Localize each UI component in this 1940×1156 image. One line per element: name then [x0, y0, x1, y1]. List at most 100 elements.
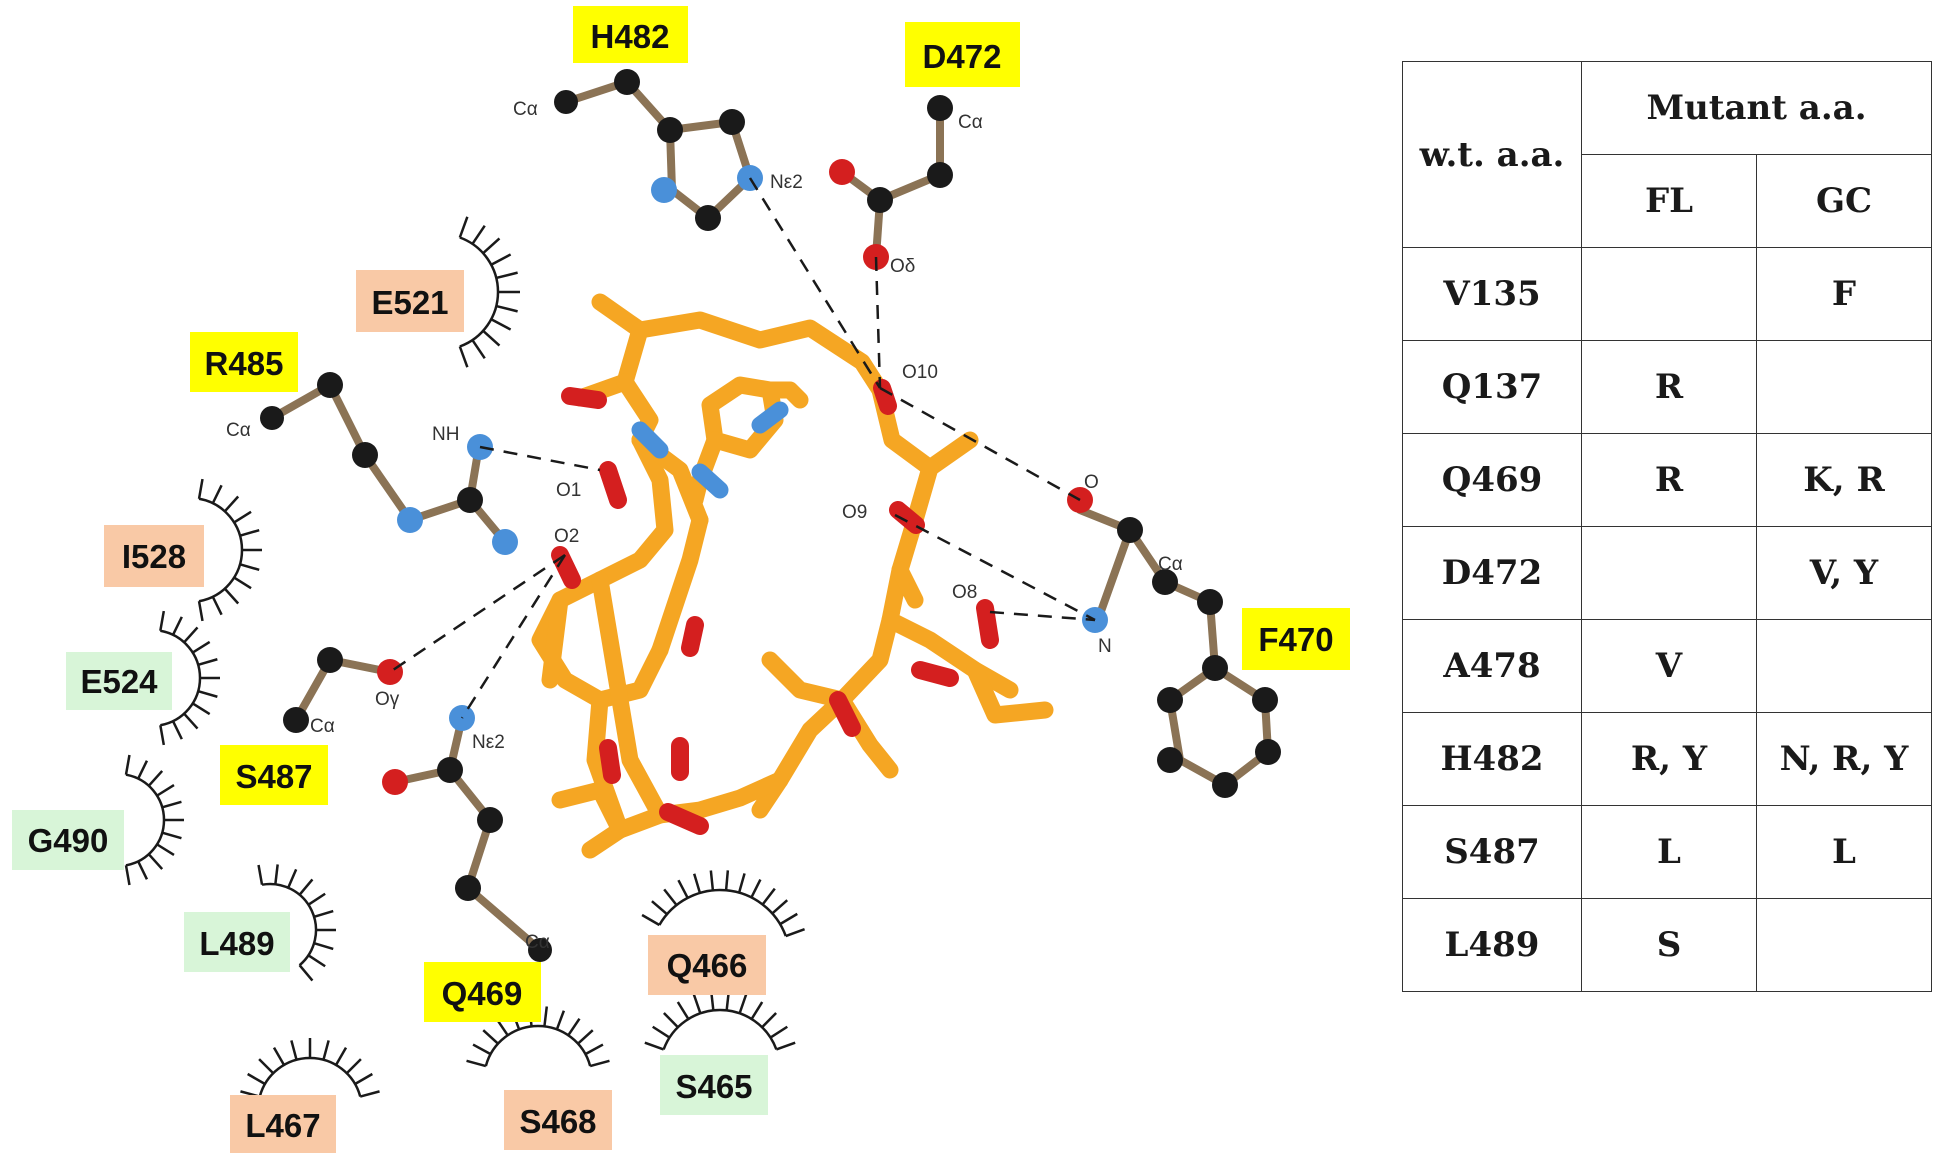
hydrophobic-arc-spoke: [652, 1025, 671, 1039]
table-cell-wt: S487: [1402, 805, 1582, 899]
atom-label: Nε2: [770, 172, 803, 193]
label-box: [12, 810, 124, 870]
residue-label-l467: L467: [230, 1095, 336, 1153]
table-cell-fl: R: [1581, 433, 1757, 527]
hydrophobic-arc-spoke: [161, 831, 182, 840]
hydrophobic-arc: [258, 1056, 362, 1097]
hydrophobic-arc: [261, 882, 318, 967]
residue-label-text: H482: [591, 18, 670, 55]
hydrophobic-arc-spoke: [313, 941, 334, 951]
label-box: [905, 22, 1020, 87]
atom-label: Nε2: [472, 732, 505, 753]
hydrophobic-arc-spoke: [354, 1072, 373, 1086]
table-row: A478 V: [1402, 619, 1932, 713]
ligand-structure: [531, 293, 1054, 859]
atom-label: Oδ: [890, 256, 915, 277]
hydrophobic-arc-spoke: [183, 626, 199, 644]
label-box: [573, 6, 688, 63]
hydrophobic-arc-spoke: [482, 1029, 499, 1045]
hydrophobic-arc: [198, 497, 244, 603]
table-cell-fl: L: [1581, 805, 1757, 899]
table-cell-gc: F: [1756, 247, 1932, 341]
atom-label: O2: [554, 526, 579, 547]
table-row: V135 F: [1402, 247, 1932, 341]
table-cell-gc: [1756, 619, 1932, 713]
hydrophobic-arc: [662, 1008, 778, 1050]
hydrophobic-arc-spoke: [724, 870, 730, 891]
table-corner-header: w.t. a.a.: [1402, 61, 1582, 248]
hydrophobic-arc-spoke: [472, 1043, 492, 1056]
table-column-gc: GC: [1756, 154, 1932, 248]
hydrophobic-arc-spoke: [490, 318, 512, 331]
table-cell-gc: [1756, 898, 1932, 992]
hydrophobic-arc-spoke: [183, 712, 199, 730]
residue-label-text: S468: [519, 1103, 596, 1140]
hydrophobic-arc-spoke: [257, 864, 264, 885]
hydrophobic-arc-spoke: [156, 783, 175, 797]
atom-label: Cα: [226, 420, 251, 441]
residue-label-i528: I528: [104, 525, 204, 587]
hydrophobic-arc-spoke: [137, 760, 149, 780]
hydrophobic-arc-spoke: [567, 1018, 581, 1036]
table-row: Q469 R K, R: [1402, 433, 1932, 527]
hydrophobic-arc-spoke: [761, 1012, 778, 1029]
hydrophobic-arc-spoke: [192, 640, 211, 654]
label-box: [1242, 608, 1350, 670]
atom-label: Cα: [525, 932, 550, 953]
mutation-table: w.t. a.a. Mutant a.a. FL GC V135 F Q137 …: [1402, 61, 1932, 992]
table-cell-wt: L489: [1402, 898, 1582, 992]
hydrophobic-arc-spoke: [233, 576, 252, 590]
residue-label-s465: S465: [660, 1055, 768, 1115]
hydrophobic-arc-spoke: [124, 865, 131, 886]
residue-label-text: Q466: [667, 947, 748, 984]
hydrophobic-arc-spoke: [322, 1040, 330, 1061]
residue-label-text: D472: [923, 38, 1002, 75]
residue-side-chains: [260, 69, 1281, 962]
hydrophobic-contact-arcs: [124, 216, 805, 1098]
atom-labels: Cα Nε2 Cα Oδ Cα NH O1 O2 Oγ Cα Nε2 Cα O1…: [226, 99, 1183, 953]
hydrophobic-arc-spoke: [239, 528, 260, 537]
residue-label-r485: R485: [190, 332, 298, 392]
hydrophobic-arc-spoke: [495, 271, 518, 280]
residue-label-text: S465: [675, 1068, 752, 1105]
table-cell-wt: A478: [1402, 619, 1582, 713]
table-row: S487 L L: [1402, 805, 1932, 899]
hydrophobic-arc-spoke: [662, 1012, 679, 1029]
residue-label-q469: Q469: [424, 962, 541, 1022]
atom-label: Cα: [513, 99, 538, 120]
hydrophobic-arc-spoke: [307, 892, 326, 906]
hydrophobic-arc-spoke: [298, 878, 314, 896]
hydrophobic-arc-spoke: [555, 1010, 566, 1030]
hydrophobic-arc: [484, 1024, 592, 1067]
table-cell-gc: V, Y: [1756, 526, 1932, 620]
hydrophobic-arc-spoke: [651, 900, 668, 916]
atom-label: O9: [842, 502, 867, 523]
hydrophobic-arc-spoke: [171, 616, 183, 636]
hydrophobic-arc-spoke: [490, 253, 512, 266]
hydrophobic-arc: [459, 236, 500, 348]
hydrophobic-arc-spoke: [197, 478, 204, 500]
hydrophobic-arc-spoke: [471, 339, 486, 360]
hydrophobic-arc-spoke: [345, 1058, 362, 1075]
label-box: [504, 1090, 612, 1150]
hydrophobic-arc-spoke: [124, 754, 131, 775]
hydrophobic-arc-spoke: [290, 1040, 298, 1061]
table-cell-wt: D472: [1402, 526, 1582, 620]
table-cell-gc: N, R, Y: [1756, 712, 1932, 806]
hydrophobic-arc-spoke: [644, 1041, 665, 1051]
hydrophobic-arc-spoke: [641, 913, 661, 927]
hydrophobic-arc-spoke: [272, 1047, 286, 1066]
hydrophobic-arc-spoke: [761, 887, 776, 906]
atom-label: N: [1098, 636, 1112, 657]
hydrophobic-arc-spoke: [137, 860, 149, 880]
residue-label-g490: G490: [12, 810, 124, 870]
hydrophobic-arc-spoke: [159, 610, 166, 631]
hydrophobic-arc-spoke: [156, 843, 175, 857]
hydrophobic-arc: [125, 773, 166, 867]
hydrophobic-arc-spoke: [779, 912, 798, 926]
hydrophobic-arc-spoke: [258, 1058, 275, 1075]
residue-label-text: Q469: [442, 975, 523, 1012]
residue-label-text: E524: [80, 663, 158, 700]
hydrophobic-arc-spoke: [769, 1025, 788, 1039]
hydrophobic-arc-spoke: [239, 563, 260, 572]
